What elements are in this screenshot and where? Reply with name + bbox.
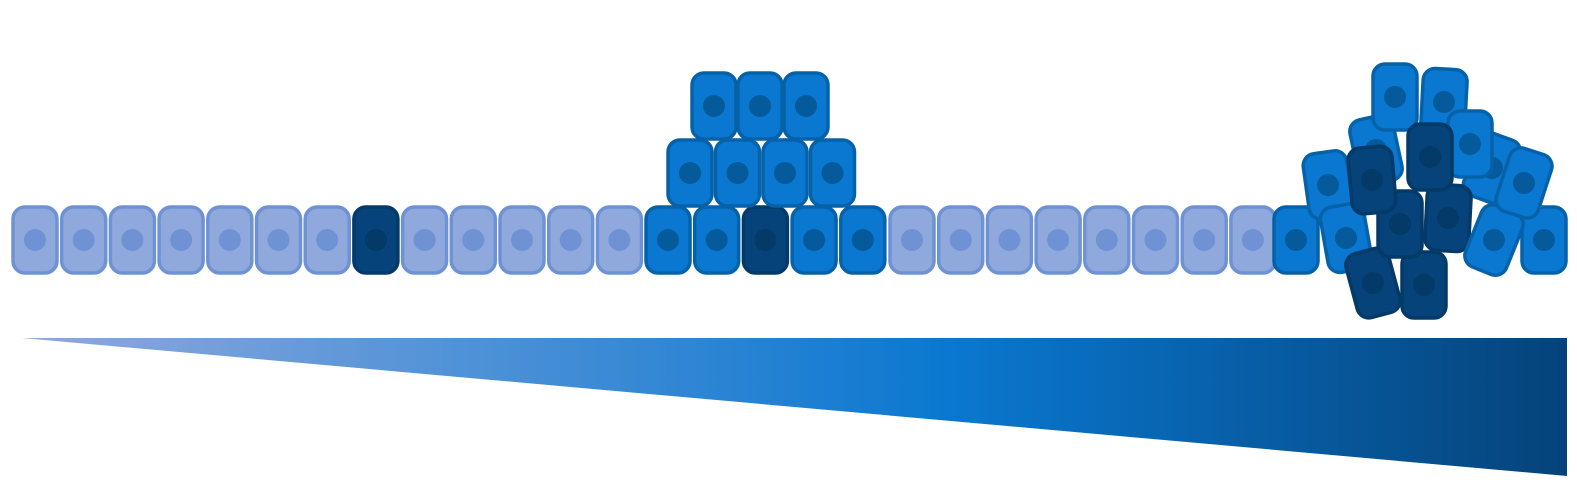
proliferating-cell [1446,109,1494,179]
normal-cell [1083,205,1131,275]
cell-nucleus [901,229,923,251]
normal-cell [400,205,449,275]
proliferating-cell [761,138,809,208]
progression-gradient-wedge [22,338,1567,476]
cell-nucleus [24,229,46,251]
cell-nucleus [364,229,387,251]
cell-nucleus [1193,229,1216,251]
cell-nucleus [1335,227,1357,249]
cell-nucleus [72,229,95,251]
cell-nucleus [1047,229,1070,251]
proliferating-cell [713,138,762,208]
normal-cell [108,205,157,275]
cell-nucleus [703,95,725,117]
mutant-cell [1346,144,1398,216]
proliferating-cell [790,205,838,275]
normal-cell [254,205,303,275]
mutant-cell [741,205,790,275]
normal-cell [1131,205,1180,275]
cell-nucleus [462,229,485,251]
mutant-cell [352,205,400,275]
normal-cell [303,205,351,275]
proliferating-cell [1371,62,1419,132]
proliferating-cell [782,71,830,141]
cell-nucleus [821,162,844,184]
normal-cell [546,205,595,275]
normal-cell [11,205,59,275]
cell-nucleus [608,229,631,251]
normal-cell [1180,205,1228,275]
proliferating-cell [1520,205,1568,275]
cell-nucleus [1095,229,1118,251]
cell-nucleus [803,229,826,251]
cell-nucleus [1285,229,1307,251]
cell-nucleus [413,229,436,251]
normal-cell [1229,205,1277,275]
cell-nucleus [218,229,241,251]
cell-nucleus [1384,86,1406,108]
cell-nucleus [1437,207,1459,229]
cell-nucleus [121,229,144,251]
proliferating-cell [1301,149,1355,221]
proliferating-cell [1494,146,1554,220]
mutant-cell [1406,122,1454,192]
normal-cell [449,205,498,275]
cell-nucleus [170,229,193,251]
cell-nucleus [1433,91,1455,113]
mutant-cell [1400,250,1448,320]
cell-nucleus [1389,213,1411,235]
cell-nucleus [774,162,796,184]
cell-nucleus [1419,146,1441,168]
proliferating-cell [839,205,887,275]
cell-nucleus [1513,172,1535,194]
proliferating-cell [736,71,784,141]
cell-nucleus [1483,229,1505,251]
cell-nucleus [657,229,679,251]
cell-nucleus [749,95,771,117]
normal-cell [59,205,108,275]
cell-nucleus [1362,272,1384,294]
proliferating-cell [1272,205,1320,275]
cell-nucleus [949,229,972,251]
proliferating-cell [1463,203,1525,277]
cell-nucleus [1361,169,1383,191]
normal-cell [985,205,1034,275]
cell-nucleus [1317,174,1339,196]
proliferating-cell [808,138,857,208]
cell-nucleus [1533,229,1555,251]
cell-nucleus [267,229,290,251]
mutant-cell [1423,182,1473,254]
proliferating-cell [644,205,692,275]
cell-nucleus [1413,274,1435,296]
cell-nucleus [705,229,728,251]
normal-cell [206,205,254,275]
cell-nucleus [1459,133,1481,155]
proliferating-cell [666,138,714,208]
cell-nucleus [851,229,874,251]
normal-cell [157,205,205,275]
normal-cell [595,205,644,275]
cell-layer [11,62,1568,320]
cell-nucleus [559,229,582,251]
normal-cell [936,205,985,275]
proliferating-cell [690,71,738,141]
cell-nucleus [1144,229,1167,251]
cell-nucleus [679,162,701,184]
cell-nucleus [511,229,533,251]
proliferating-cell [692,205,741,275]
normal-cell [1034,205,1082,275]
normal-cell [888,205,936,275]
cell-nucleus [726,162,749,184]
cell-nucleus [1241,229,1264,251]
cell-nucleus [998,229,1021,251]
cell-nucleus [754,229,777,251]
mutant-cell [1344,246,1402,320]
normal-cell [498,205,546,275]
cell-nucleus [795,95,817,117]
cell-nucleus [316,229,339,251]
